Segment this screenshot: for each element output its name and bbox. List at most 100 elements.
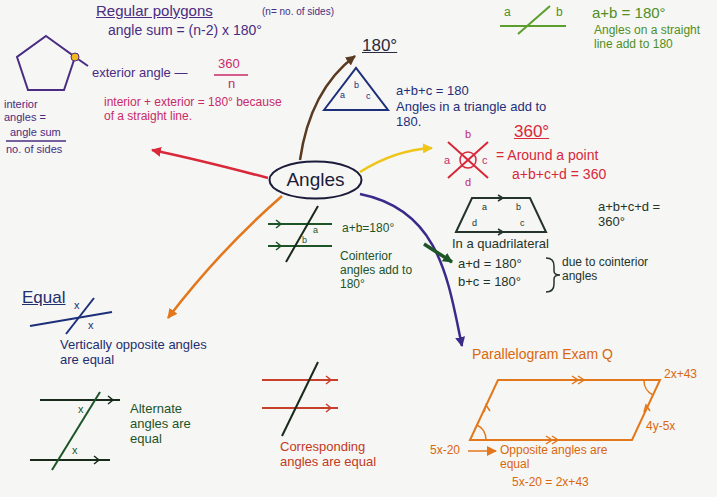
alternate-figure [30,392,120,470]
angle-letter: a [340,90,345,100]
parallelogram-figure [468,450,496,452]
corresponding-figure [262,362,338,436]
fraction-top: 360 [218,57,240,72]
topic-title: Angles [286,169,344,191]
fraction-top: angle sum [10,126,61,139]
vertically-opposite-figure [66,298,94,334]
node-text-group: Angles [286,169,344,191]
formula: interior angles = [4,98,62,123]
cointerior-figure [268,245,332,247]
pentagon-figure [214,74,248,76]
cointerior-figure [286,206,318,262]
angle-letter: a [482,202,487,212]
vertically-opposite-figure [30,312,112,326]
angle-letter: b [556,6,563,20]
corresponding-figure [282,362,318,436]
straight-line-figure [518,6,550,34]
rule-text: Vertically opposite angles are equal [60,338,220,368]
straight-line-figure [500,25,566,27]
rule-text: Opposite angles are equal [500,444,640,472]
formula: exterior angle — [92,66,187,81]
fraction-bottom: n [228,77,235,92]
angle-letter: x [78,403,84,416]
formula: a+b=180° [342,222,394,236]
corresponding-figure [262,379,338,381]
note: due to cointerior angles [562,256,652,284]
parallelogram-figure [484,405,490,412]
topic-heading: Equal [22,288,65,308]
rule-text: Corresponding angles are equal [280,440,380,470]
brace [546,258,560,292]
formula: angle sum = (n-2) x 180° [108,22,262,38]
branch-arrows [300,56,355,160]
quadrilateral-figure [456,198,546,232]
formula: a+b+c+d = 360° [598,200,678,230]
brace [546,258,560,292]
formula: a+b+c+d = 360 [512,166,606,182]
angle-letter: c [366,91,371,101]
equation: 5x-20 = 2x+43 [512,476,589,490]
pentagon-figure [6,36,248,141]
rule-text: = Around a point [496,147,598,163]
parallelogram-figure [468,376,660,451]
rule-text: In a quadrilateral [452,237,549,252]
quadrilateral-figure [456,195,546,235]
formula: a+b+c = 180 [396,84,469,99]
angle-expression: 2x+43 [664,368,697,382]
angle-letter: d [472,218,477,228]
angle-letter: x [72,444,78,457]
parallelogram-figure [572,376,584,384]
ellipse-outline [270,162,362,199]
cointerior-figure [276,242,281,250]
pentagon-figure [17,36,75,90]
topic-heading: 180° [362,36,397,56]
angle-expression: 4y-5x [646,420,675,434]
corresponding-figure [326,404,331,412]
alternate-figure [108,396,113,404]
angle-letter: a [313,225,318,235]
branch-arrows [168,196,282,318]
angle-letter: a [444,154,450,167]
formula: a+b = 180° [592,4,666,21]
angle-letter: x [74,299,80,312]
angle-expression: 5x-20 [430,444,460,458]
triangle-figure [324,68,388,110]
topic-ellipse: Angles [268,160,363,200]
alternate-figure [94,456,99,464]
formula: b+c = 180° [458,275,521,290]
fraction-bottom: no. of sides [6,143,62,156]
point-angles-figure [448,142,488,178]
angle-letter: c [520,218,525,228]
topic-heading: 360° [514,122,549,142]
quadrilateral-figure [498,229,503,235]
cointerior-figure [276,220,281,228]
parallelogram-figure [546,436,558,444]
point-angles-figure [460,152,476,168]
angle-letter: x [88,319,94,332]
alternate-figure [40,399,120,401]
point-angles-figure [448,142,488,178]
angle-letter: b [302,235,307,245]
straight-line-figure [500,6,566,34]
branch-arrows [360,148,432,172]
note: interior + exterior = 180° because of a … [104,96,289,124]
angle-letter: b [354,80,359,90]
note: (n= no. of sides) [262,6,334,18]
angle-letter: a [504,6,511,20]
triangle-figure [324,68,388,110]
branch-arrows [424,244,452,262]
quadrilateral-figure [498,195,503,201]
angle-letter: b [465,128,471,141]
cointerior-figure [268,206,332,262]
parallelogram-figure [644,405,650,412]
alternate-figure [52,392,100,470]
pentagon-figure [71,53,79,61]
cointerior-figure [268,223,332,225]
rule-text: Angles on a straight line add to 180 [594,24,709,52]
angle-letter: c [482,154,488,167]
pentagon-figure [6,140,66,142]
rule-text: Alternate angles are equal [130,402,220,447]
topic-heading: Regular polygons [96,2,213,19]
rule-text: Cointerior angles add to 180° [340,250,428,291]
